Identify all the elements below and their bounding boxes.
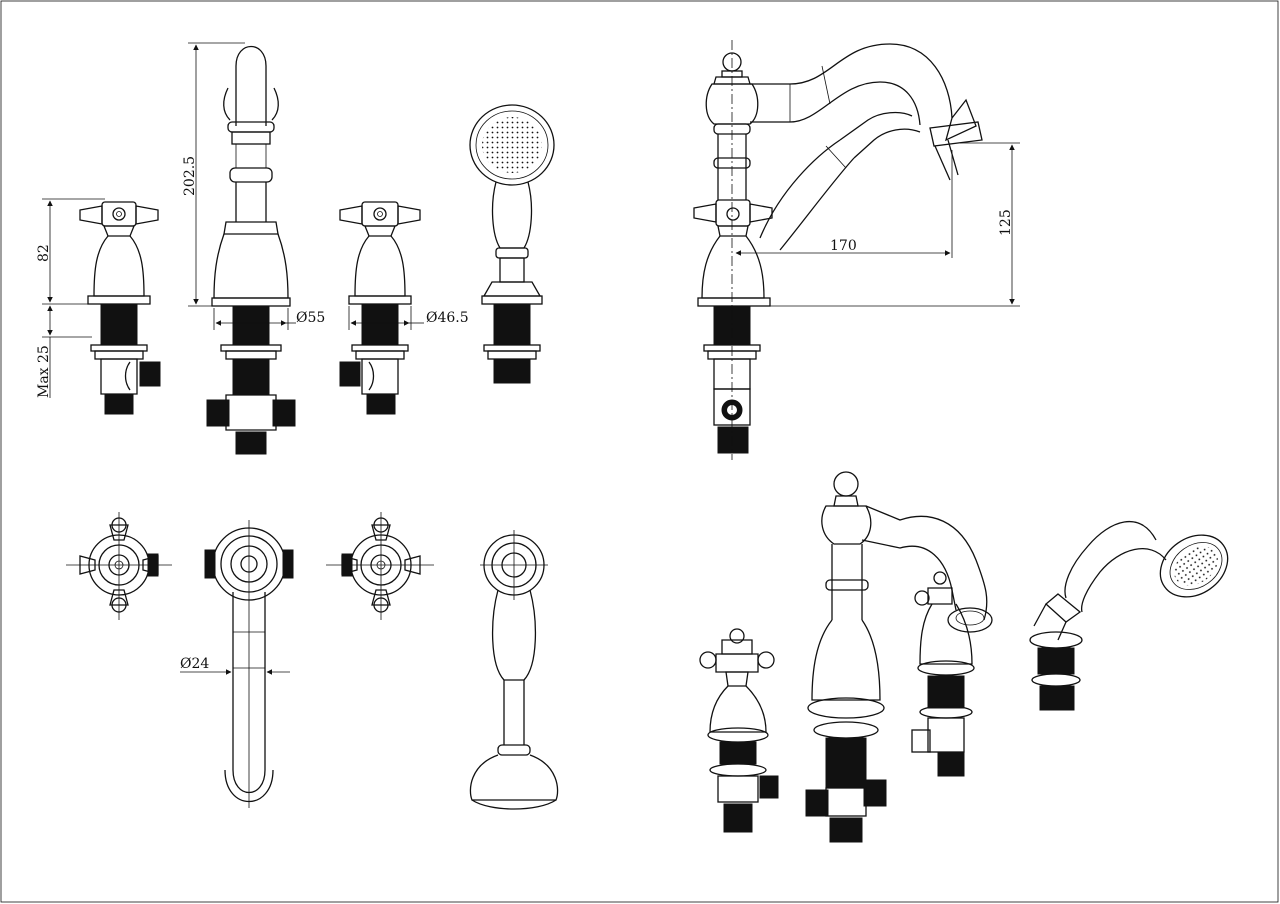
- iso-right-handle: [911, 571, 975, 777]
- side-view-spout: [693, 40, 983, 460]
- top-right-handle: [326, 512, 434, 620]
- top-left-handle: [66, 512, 172, 620]
- spout-base-dia-label: Ø55: [296, 310, 325, 326]
- iso-spout: [805, 471, 993, 843]
- iso-left-handle: [699, 628, 779, 833]
- outlet-height-label: 125: [998, 209, 1014, 236]
- max-deck-label: Max 25: [36, 345, 52, 398]
- top-spout: Ø24: [180, 520, 294, 808]
- handle-height-label: 82: [36, 244, 52, 262]
- front-spout: [206, 45, 296, 455]
- spout-reach-label: 170: [830, 238, 857, 254]
- front-dimensions: 82 Max 25 202.5 Ø55 Ø46.5: [36, 42, 469, 398]
- iso-hand-shower: [1029, 521, 1229, 711]
- spout-height-label: 202.5: [182, 156, 198, 196]
- top-hand-shower: [469, 530, 559, 810]
- handle-base-dia-label: Ø46.5: [426, 310, 469, 326]
- front-left-handle: [79, 201, 161, 415]
- side-view-dimensions: 170 125: [735, 142, 1020, 307]
- spout-tube-dia-label: Ø24: [180, 656, 209, 672]
- front-hand-shower: [469, 104, 555, 384]
- front-right-handle: [339, 201, 421, 415]
